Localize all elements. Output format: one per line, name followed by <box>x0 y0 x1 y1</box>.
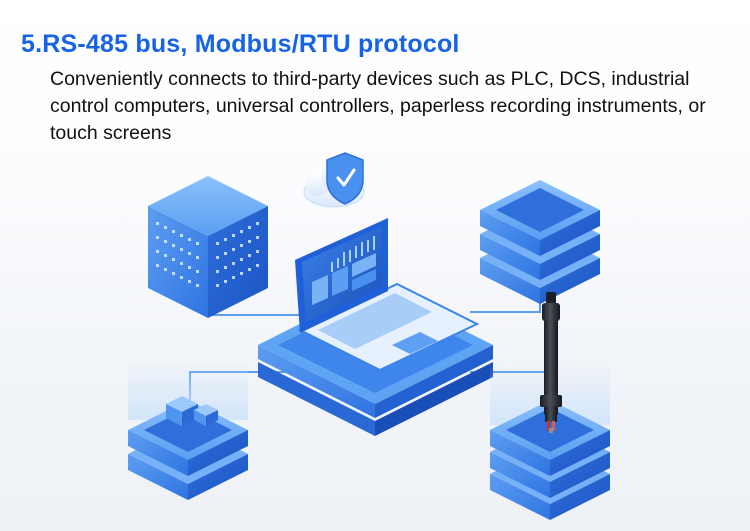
server-stack-top-right <box>480 180 600 304</box>
section-title: 5.RS-485 bus, Modbus/RTU protocol <box>21 30 460 58</box>
section-description: Conveniently connects to third-party dev… <box>50 68 706 144</box>
laptop-icon <box>295 218 480 372</box>
sensor-probe-icon <box>540 292 562 433</box>
cloud-shield-check-icon <box>303 152 365 208</box>
server-stack-bottom-left <box>128 360 248 500</box>
data-cube <box>148 176 268 318</box>
network-illustration <box>128 152 610 520</box>
